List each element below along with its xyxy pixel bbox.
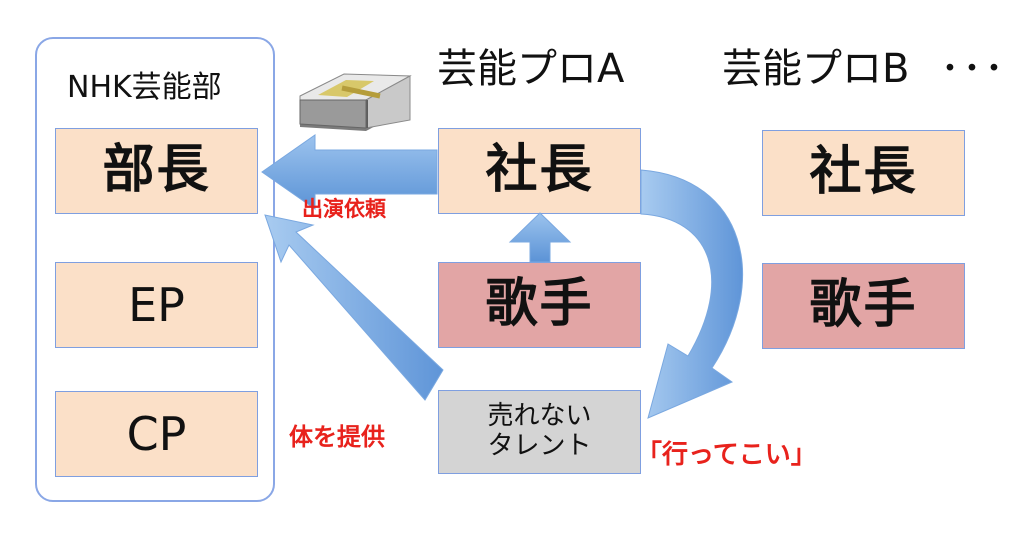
agency-a-president-box: 社長 bbox=[438, 128, 641, 214]
agency-b-president-box: 社長 bbox=[762, 130, 965, 216]
money-stack-icon bbox=[299, 73, 412, 131]
appearance-request-label: 出演依頼 bbox=[302, 197, 386, 221]
agency-b-singer-box: 歌手 bbox=[762, 263, 965, 349]
agency-a-singer-box: 歌手 bbox=[438, 262, 641, 348]
role-director-box: 部長 bbox=[55, 128, 258, 214]
agency-b-ellipsis: ･･･ bbox=[940, 46, 1006, 92]
role-cp-box: CP bbox=[55, 391, 258, 477]
singer-to-president-arrow bbox=[508, 212, 572, 263]
offer-body-arrow bbox=[264, 214, 444, 401]
request-arrow bbox=[261, 134, 438, 210]
go-quote-label: 「行ってこい」 bbox=[636, 440, 817, 470]
go-curved-arrow bbox=[640, 169, 743, 419]
role-ep-box: EP bbox=[55, 262, 258, 348]
agency-a-unsold-talent-box: 売れない タレント bbox=[438, 390, 641, 474]
agency-b-title: 芸能プロB bbox=[722, 46, 910, 92]
offer-body-label: 体を提供 bbox=[289, 423, 385, 451]
agency-a-title: 芸能プロA bbox=[437, 46, 625, 92]
nhk-panel-title: NHK芸能部 bbox=[67, 70, 222, 105]
